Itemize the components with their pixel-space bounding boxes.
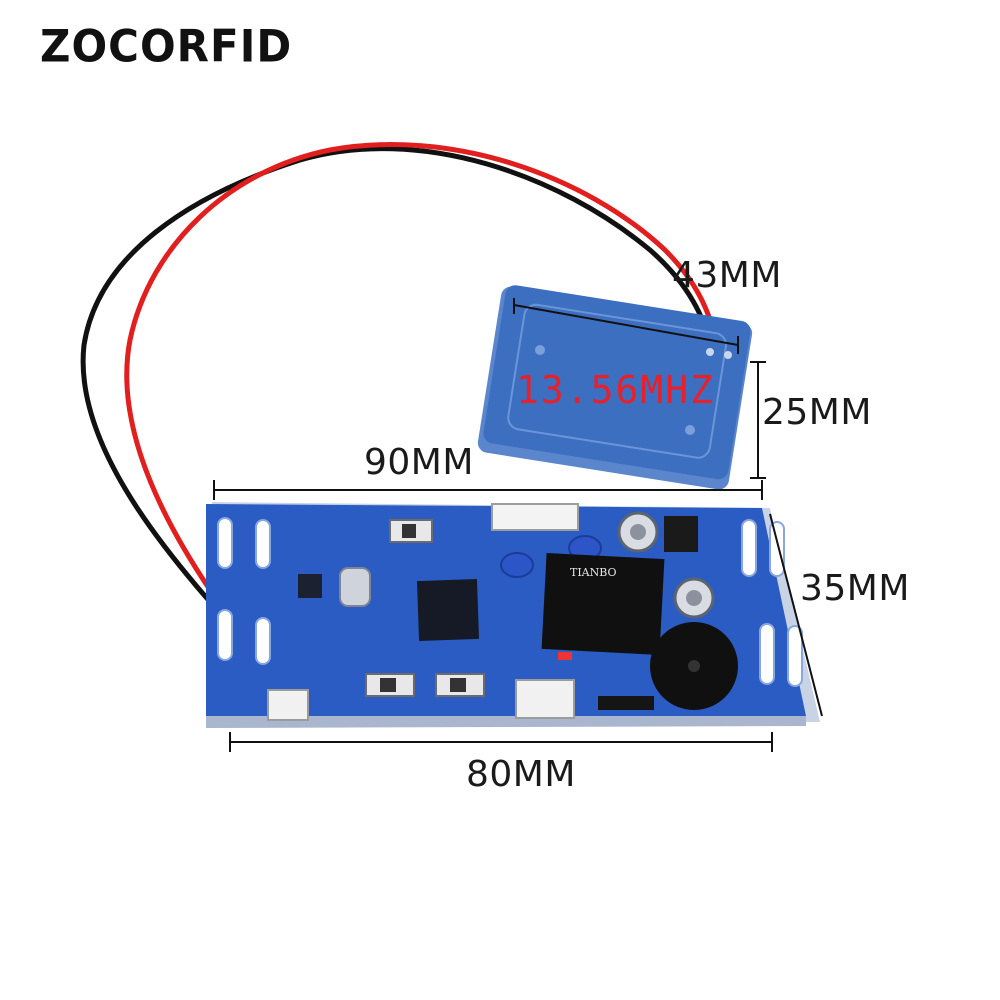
brand-logo-text: ZOCORFID [40, 20, 293, 73]
wire-pair [80, 142, 719, 703]
board-height-label: 35MM [800, 568, 910, 609]
red-wire [124, 142, 719, 703]
frequency-label: 13.56MHZ [516, 368, 716, 412]
board-width-label: 90MM [364, 442, 474, 483]
board-bottom-width-label: 80MM [466, 754, 576, 795]
svg-text:TIANBO: TIANBO [570, 566, 617, 579]
antenna-board [477, 285, 753, 490]
black-wire [80, 146, 713, 703]
antenna-height-label: 25MM [762, 392, 872, 433]
dimension-lines [213, 298, 823, 752]
antenna-width-label: 43MM [672, 255, 782, 296]
controller-board: TIANBO [206, 502, 820, 728]
